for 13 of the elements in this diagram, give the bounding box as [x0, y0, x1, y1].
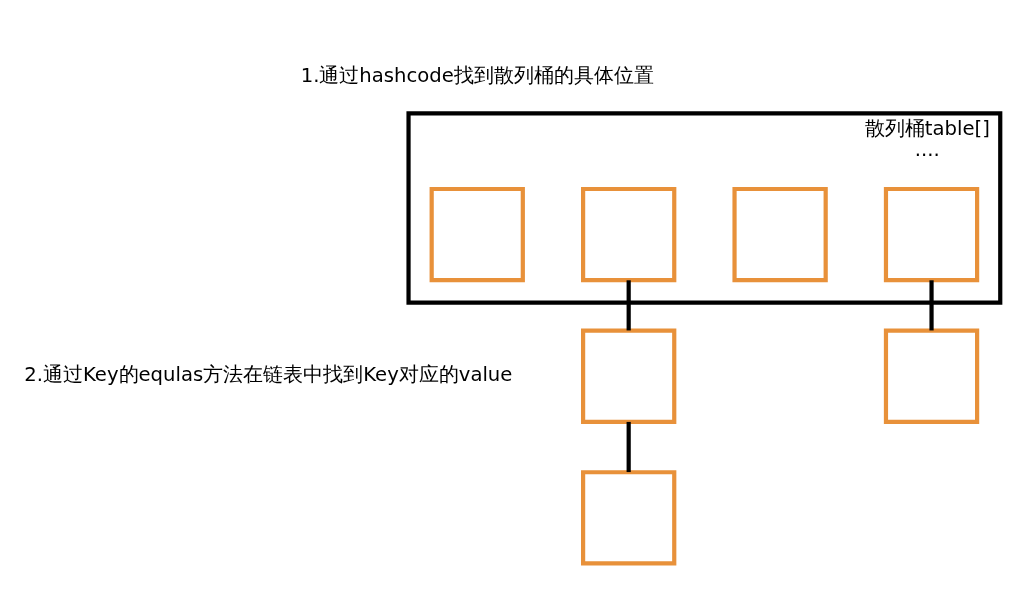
- node-box: [732, 186, 828, 282]
- label: 1.通过hashcode找到散列桶的具体位置: [300, 63, 654, 87]
- node-box: [429, 186, 525, 282]
- node-box: [883, 328, 980, 424]
- cluster: 散列桶table[] ....: [406, 110, 1003, 305]
- node-box: [581, 186, 677, 282]
- node-box: [581, 469, 677, 565]
- connector: [929, 279, 934, 330]
- connector: [626, 279, 631, 330]
- node-box: [883, 186, 980, 282]
- label: 2.通过Key的equlas方法在链表中找到Key对应的value: [24, 362, 513, 386]
- node-box: [581, 328, 677, 424]
- connector: [626, 421, 631, 472]
